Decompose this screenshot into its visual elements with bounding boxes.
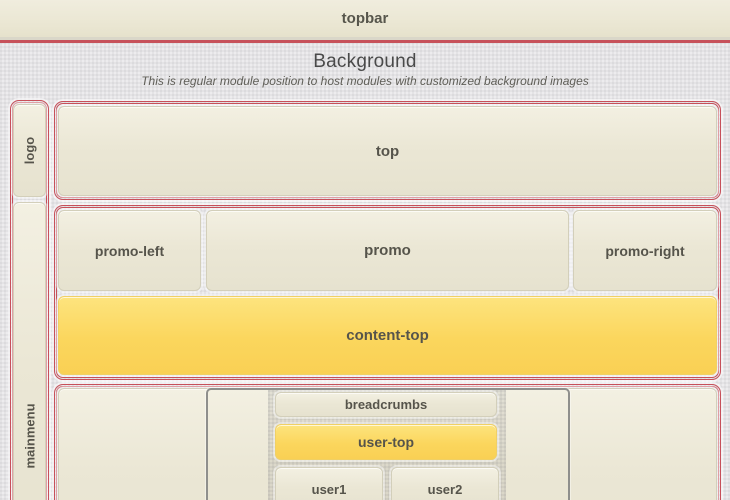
top-frame (54, 101, 721, 200)
page-title: Background (313, 51, 417, 72)
region-content-top-label: content-top (346, 327, 429, 344)
region-promo-left: promo-left (58, 210, 201, 291)
region-top: top (58, 106, 717, 196)
topbar-label: topbar (341, 10, 389, 27)
region-user-top: user-top (275, 424, 497, 460)
region-breadcrumbs: breadcrumbs (275, 392, 497, 417)
accent-divider (0, 40, 730, 43)
sidebar-frame (10, 100, 49, 500)
region-promo-label: promo (364, 242, 411, 259)
region-promo-right-label: promo-right (605, 242, 685, 259)
region-user-top-label: user-top (358, 434, 414, 450)
region-logo: logo (13, 104, 46, 197)
background-header: Background This is regular module positi… (0, 50, 730, 89)
region-breadcrumbs-label: breadcrumbs (344, 397, 428, 412)
bottom-frame (54, 384, 721, 500)
promo-frame (54, 205, 721, 380)
region-content-top: content-top (58, 296, 717, 375)
region-promo: promo (206, 210, 569, 291)
region-user2-label: user2 (427, 482, 463, 497)
topbar: topbar (0, 0, 730, 37)
region-mainmenu-label: mainmenu (22, 403, 37, 469)
region-user2: user2 (391, 467, 499, 500)
region-promo-right: promo-right (573, 210, 717, 291)
region-promo-left-label: promo-left (94, 242, 165, 259)
content-frame (206, 388, 570, 500)
region-logo-label: logo (22, 136, 37, 165)
topbar-edge-divider (0, 37, 730, 40)
region-mainmenu: mainmenu (13, 202, 46, 500)
page-subtitle: This is regular module position to host … (141, 74, 589, 88)
region-user1: user1 (275, 467, 383, 500)
region-top-label: top (375, 142, 400, 160)
region-user1-label: user1 (311, 482, 347, 497)
